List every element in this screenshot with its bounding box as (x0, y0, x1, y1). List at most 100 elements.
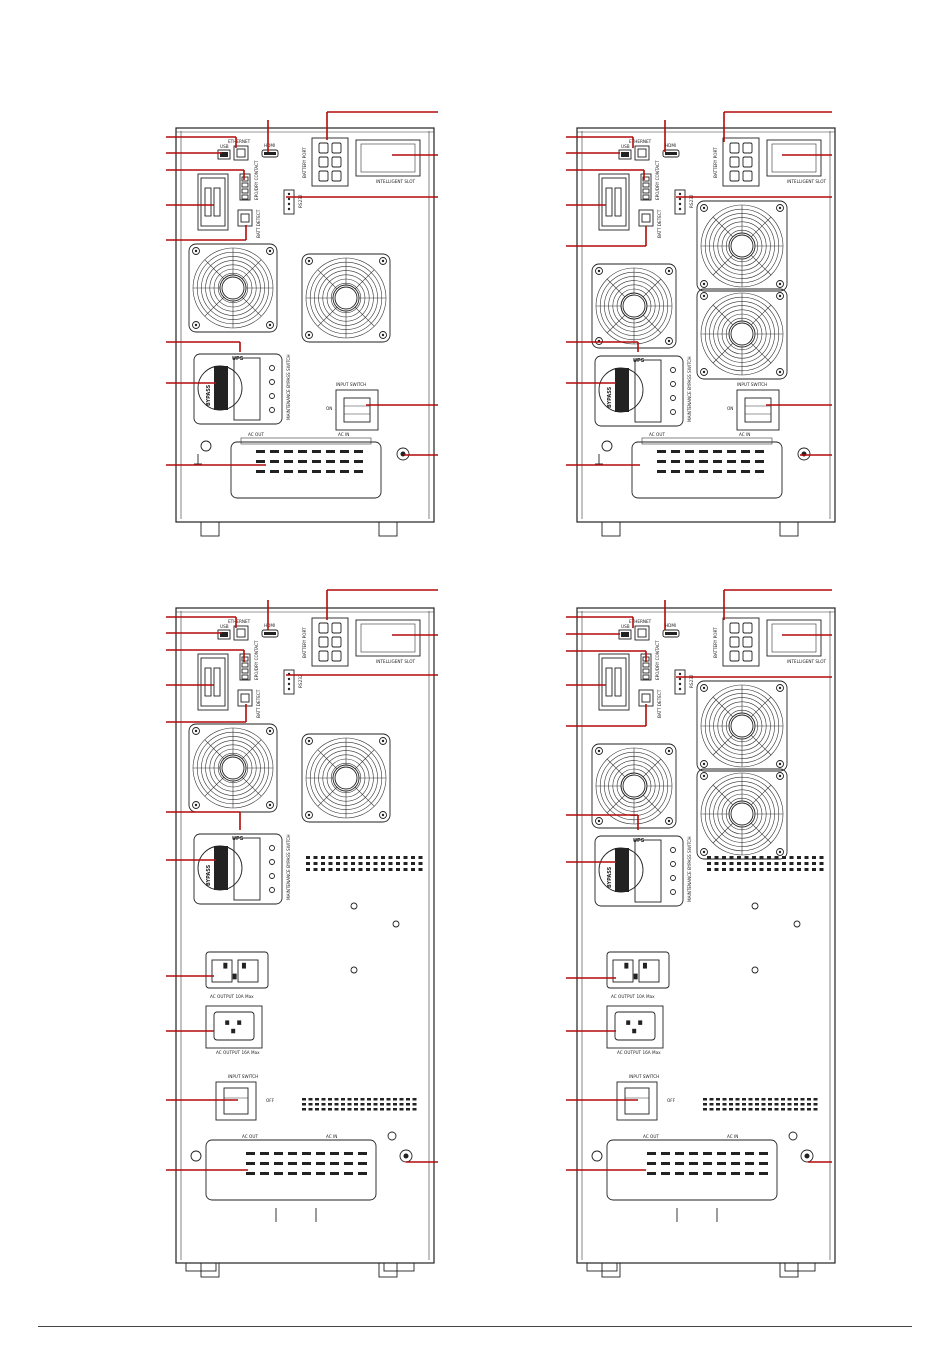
vent-slot (388, 868, 393, 871)
fan-frame (188, 243, 278, 333)
panel-screw (670, 861, 676, 867)
vent-slot (270, 450, 279, 453)
ups-label: UPS (232, 836, 244, 842)
vent-slot (302, 1162, 311, 1165)
vent-slot (787, 1108, 792, 1111)
ethernet-port (637, 148, 647, 158)
intelligent-slot (766, 619, 822, 657)
input-switch-label: INPUT SWITCH (336, 382, 366, 387)
fan-hub (334, 766, 358, 790)
vent-slot (328, 1098, 332, 1101)
vent-slot (709, 1108, 714, 1111)
usb-label: USB (621, 624, 630, 629)
vent-slot (731, 1172, 740, 1175)
vent-slot (341, 1108, 345, 1111)
intelligent-slot (355, 139, 421, 177)
vent-slot (735, 1103, 740, 1106)
battery-terminal (318, 156, 329, 168)
vent-slot (406, 1098, 410, 1101)
vent-slot (308, 1103, 313, 1106)
grounding-screw (601, 440, 613, 452)
vent-slot (768, 1103, 772, 1106)
fan-screw (268, 249, 272, 253)
vent-slot (812, 856, 816, 859)
vent-slot (358, 1152, 367, 1155)
vent-slot (787, 1103, 792, 1106)
vent-slot (396, 868, 400, 871)
fan-screw (379, 737, 387, 745)
ethernet-port (634, 145, 650, 161)
vent-slot (328, 856, 333, 859)
rs232-pin (678, 207, 682, 211)
fan-hub (219, 274, 247, 302)
vent-slot (759, 862, 764, 865)
socket-pin (626, 1020, 631, 1025)
vent-slot (340, 450, 349, 453)
vent-slot (302, 1108, 306, 1111)
fan-screw (700, 204, 708, 212)
battery-terminal (742, 156, 753, 168)
vent-slot (343, 868, 348, 871)
panel-screw (269, 407, 275, 413)
fan-guard-spoke (750, 254, 772, 276)
ac-out-label: AC OUT (649, 432, 665, 437)
battery-terminal (742, 636, 753, 648)
socket-body (213, 1011, 255, 1041)
vent-slot (774, 862, 779, 865)
fan-screw (379, 811, 387, 819)
input-switch (736, 389, 780, 431)
intelligent-slot-label: INTELLIGENT SLOT (376, 659, 416, 664)
battery-terminal (331, 170, 342, 182)
vent-slot (714, 862, 719, 865)
vent-slot (418, 856, 423, 859)
vent-slot (358, 868, 363, 871)
fan-screw (776, 848, 784, 856)
fan-screw (595, 267, 603, 275)
vent-slot (351, 862, 355, 865)
vent-slot (380, 1103, 384, 1106)
input-switch-rocker (343, 397, 371, 423)
ethernet-port (236, 148, 246, 158)
cooling-fan (696, 680, 788, 772)
fan-screw (778, 282, 782, 286)
vent-slot (737, 862, 741, 865)
intelligent-slot (355, 619, 421, 657)
fan-hub (730, 234, 754, 258)
fan-guard-spoke (750, 822, 772, 844)
vent-slot (321, 1103, 326, 1106)
vent-slot (774, 856, 779, 859)
vent-slot (657, 450, 666, 453)
ac-output-10a-sockets (606, 951, 670, 989)
vent-slot (685, 470, 694, 473)
maintenance-switch-label: MAINTENANCE BYPASS SWITCH (687, 357, 692, 422)
vent-slot (326, 450, 335, 453)
vent-slot (742, 1098, 746, 1101)
fan-guard-spoke (317, 786, 338, 807)
fan-screw (266, 321, 274, 329)
vent-slot (735, 1098, 740, 1101)
intelligent-slot-label: INTELLIGENT SLOT (787, 179, 827, 184)
battery-breaker (598, 173, 630, 231)
vent-slot (699, 460, 708, 463)
vent-slot (336, 862, 340, 865)
terminal-block (230, 441, 382, 499)
batt-detect-label: BATT DETECT (657, 689, 662, 718)
usb-port (618, 149, 632, 160)
vent-slot (354, 1103, 358, 1106)
vent-slot (745, 1172, 754, 1175)
vent-slot (367, 1098, 371, 1101)
vent-slot (797, 856, 801, 859)
epo-terminal (241, 674, 249, 680)
fan-screw (597, 269, 601, 273)
vent-slot (729, 868, 734, 871)
epo-terminal (642, 662, 650, 668)
fan-screw (776, 684, 784, 692)
fan-screw (305, 331, 313, 339)
vent-slot (699, 450, 708, 453)
fan-hub (730, 802, 754, 826)
grounding-screw (788, 1131, 798, 1141)
fan-screw (776, 760, 784, 768)
